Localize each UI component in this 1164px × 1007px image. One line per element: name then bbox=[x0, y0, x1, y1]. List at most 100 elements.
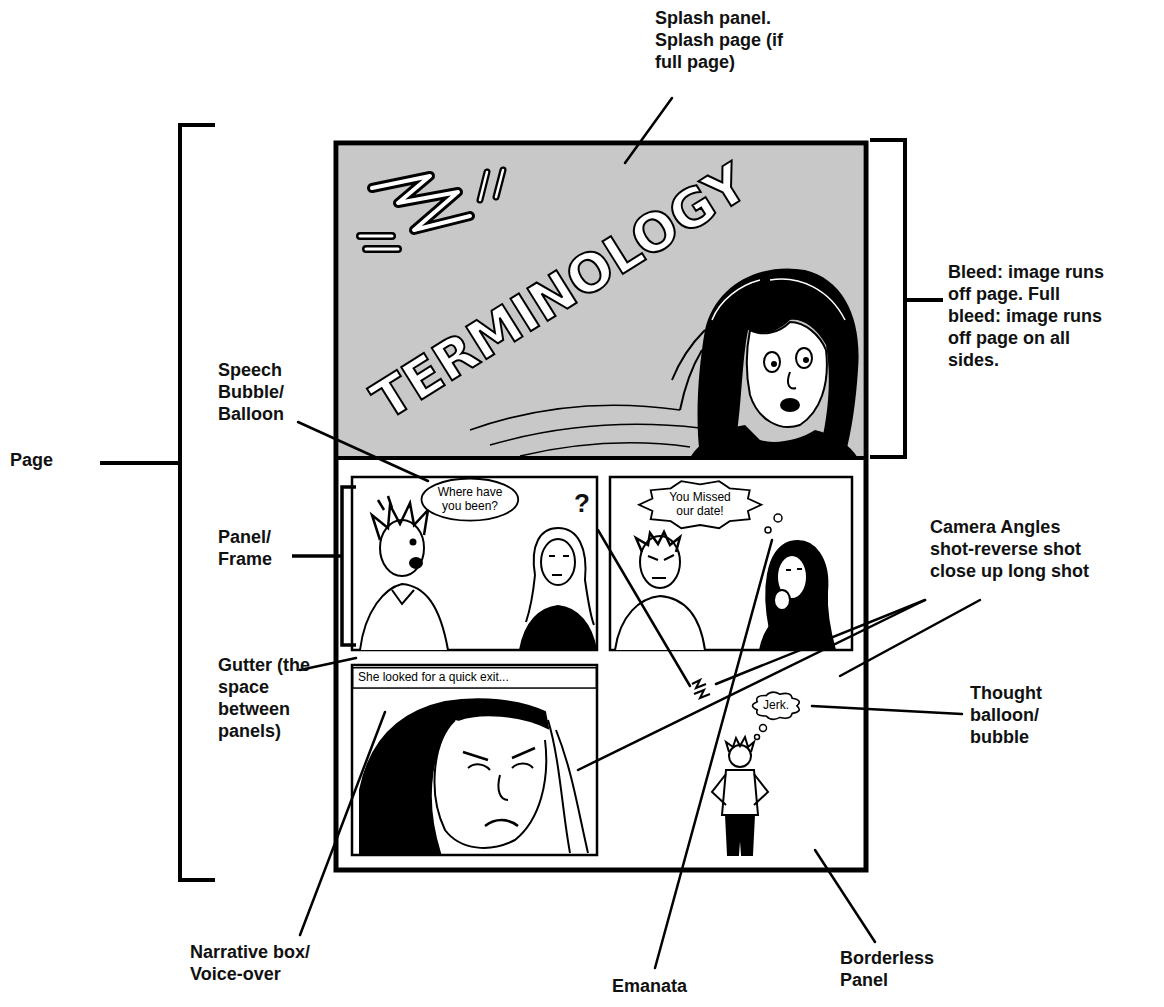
narrative-box: She looked for a quick exit... bbox=[352, 667, 597, 689]
panel-one-figures bbox=[526, 528, 594, 625]
brackets bbox=[100, 125, 943, 880]
callout-label: Page bbox=[10, 450, 90, 472]
balloon-outline bbox=[639, 481, 761, 528]
long-shot-figure bbox=[712, 774, 768, 805]
leader-lines bbox=[815, 850, 875, 942]
thought-trail bbox=[760, 725, 767, 732]
brackets bbox=[905, 298, 943, 302]
narration-text: She looked for a quick exit... bbox=[358, 671, 509, 685]
close-up-face bbox=[360, 699, 548, 853]
speed-lines bbox=[490, 424, 700, 445]
balloon-outline bbox=[752, 692, 799, 719]
brackets bbox=[870, 140, 905, 457]
panel-two-figures bbox=[615, 532, 835, 650]
brackets bbox=[180, 125, 215, 880]
panel-frames bbox=[352, 477, 597, 650]
splash-scribble bbox=[372, 176, 470, 230]
splash-background bbox=[339, 146, 863, 458]
splash-woman bbox=[698, 268, 859, 456]
splash-woman bbox=[771, 361, 777, 367]
panel-one-figures bbox=[372, 503, 428, 540]
callout-label: Narrative box/ Voice-over bbox=[190, 942, 340, 986]
panel-two-figures bbox=[615, 596, 705, 650]
panel-one-figures bbox=[541, 539, 575, 585]
speed-lines bbox=[470, 405, 680, 430]
splash-woman bbox=[747, 322, 827, 427]
panel-one-figures bbox=[410, 558, 422, 568]
splash-scribble bbox=[360, 236, 398, 249]
splash-background bbox=[339, 146, 863, 458]
worry-drops bbox=[765, 527, 771, 533]
leader-lines bbox=[598, 530, 690, 686]
panel-one-figures bbox=[411, 540, 416, 545]
splash-scribble bbox=[480, 170, 503, 200]
splash-woman bbox=[780, 398, 800, 412]
leader-lines bbox=[625, 98, 672, 163]
close-up-face bbox=[485, 820, 518, 826]
emanata-marks bbox=[694, 690, 710, 698]
splash-woman bbox=[764, 352, 780, 372]
emanata-marks bbox=[692, 680, 706, 688]
panel-two-figures bbox=[760, 612, 832, 650]
brackets bbox=[342, 487, 356, 645]
leader-lines bbox=[578, 600, 925, 770]
panel-one-figures bbox=[520, 606, 596, 650]
panel-two-figures bbox=[636, 532, 680, 552]
worry-drops bbox=[765, 514, 782, 533]
close-up-face bbox=[548, 720, 588, 853]
callout-label: Bleed: image runs off page. Full bleed: … bbox=[948, 262, 1108, 372]
leader-lines bbox=[655, 540, 772, 968]
panel-frames bbox=[352, 477, 852, 855]
leader-lines bbox=[716, 600, 925, 684]
splash-scribble bbox=[480, 170, 503, 200]
callout-label: Borderless Panel bbox=[840, 948, 955, 992]
panel-two-figures bbox=[774, 590, 790, 610]
panel-frames bbox=[610, 477, 852, 650]
panel-one-figures bbox=[392, 590, 414, 604]
balloon-text: You Missed our date! bbox=[665, 491, 735, 519]
thought-trail bbox=[755, 735, 760, 740]
speech-balloon: Where have you been? bbox=[420, 477, 520, 522]
callout-label: Panel/ Frame bbox=[218, 527, 290, 571]
splash-woman bbox=[690, 425, 858, 458]
page-border bbox=[336, 143, 866, 870]
shout-balloon: You Missed our date! bbox=[637, 478, 763, 531]
page-border bbox=[336, 143, 866, 870]
emanata-marks bbox=[692, 680, 710, 698]
balloon-text: Jerk. bbox=[763, 699, 789, 713]
close-up-face bbox=[463, 748, 535, 760]
worry-drops bbox=[774, 514, 782, 522]
long-shot-figure bbox=[726, 815, 754, 855]
callout-label: Gutter (the space between panels) bbox=[218, 655, 323, 743]
leader-lines bbox=[298, 422, 428, 481]
splash-scribble bbox=[360, 236, 398, 249]
callout-label: Camera Angles shot-reverse shot close up… bbox=[930, 517, 1095, 583]
panel-two-figures bbox=[648, 555, 674, 578]
speed-lines bbox=[470, 405, 700, 456]
splash-woman bbox=[796, 348, 812, 368]
long-shot-figure bbox=[726, 737, 754, 752]
box-outline bbox=[353, 668, 597, 688]
close-up-face bbox=[498, 775, 508, 800]
balloon-outline bbox=[422, 479, 519, 521]
leader-lines bbox=[300, 712, 385, 935]
splash-scribble bbox=[360, 170, 503, 249]
leader-lines bbox=[840, 600, 980, 676]
leader-lines bbox=[812, 706, 962, 714]
question-mark: ? bbox=[574, 488, 598, 520]
balloon-text: Where have you been? bbox=[437, 486, 503, 514]
splash-scribble bbox=[372, 176, 470, 230]
callout-label: Speech Bubble/ Balloon bbox=[218, 360, 308, 426]
splash-woman bbox=[803, 357, 809, 363]
panel-one-figures bbox=[360, 584, 448, 650]
splash-woman bbox=[712, 279, 845, 320]
close-up-face bbox=[468, 764, 533, 771]
thought-trail bbox=[755, 725, 767, 740]
panel-one-figures bbox=[549, 556, 569, 575]
panel-one-figures bbox=[378, 496, 392, 510]
callout-label: Splash panel. Splash page (if full page) bbox=[655, 8, 785, 74]
splash-woman bbox=[672, 330, 705, 410]
close-up-face bbox=[435, 720, 547, 848]
close-up-face bbox=[360, 699, 588, 853]
